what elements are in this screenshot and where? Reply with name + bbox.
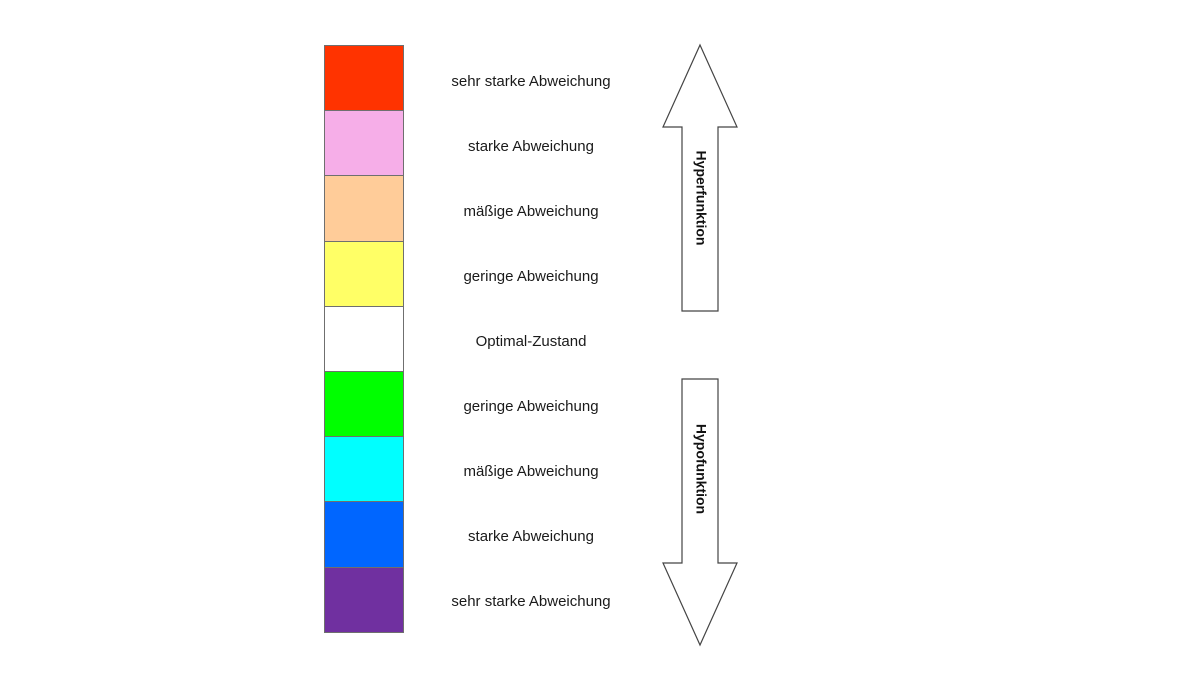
level-label: sehr starke Abweichung — [451, 73, 611, 90]
level-label: sehr starke Abweichung — [451, 593, 611, 610]
level-label: geringe Abweichung — [463, 398, 599, 415]
swatch-slight-high — [324, 240, 404, 307]
level-label: starke Abweichung — [468, 138, 594, 155]
level-label: geringe Abweichung — [463, 268, 599, 285]
swatch-very-strong-high — [324, 45, 404, 112]
color-scale — [324, 45, 404, 633]
level-label: mäßige Abweichung — [463, 463, 599, 480]
hypofunction-arrow: Hypofunktion — [662, 378, 738, 647]
level-label-optimal: Optimal-Zustand — [475, 333, 587, 350]
level-label: starke Abweichung — [468, 528, 594, 545]
swatch-optimal — [324, 305, 404, 372]
swatch-moderate-low — [324, 436, 404, 503]
hypofunction-label: Hypofunktion — [693, 424, 709, 514]
swatch-very-strong-low — [324, 566, 404, 633]
hyperfunction-label: Hyperfunktion — [693, 151, 709, 246]
swatch-strong-high — [324, 110, 404, 177]
down-arrow-icon — [662, 378, 738, 647]
hyperfunction-arrow: Hyperfunktion — [662, 43, 738, 312]
level-label: mäßige Abweichung — [463, 203, 599, 220]
swatch-slight-low — [324, 370, 404, 438]
swatch-strong-low — [324, 501, 404, 568]
up-arrow-icon — [662, 43, 738, 312]
